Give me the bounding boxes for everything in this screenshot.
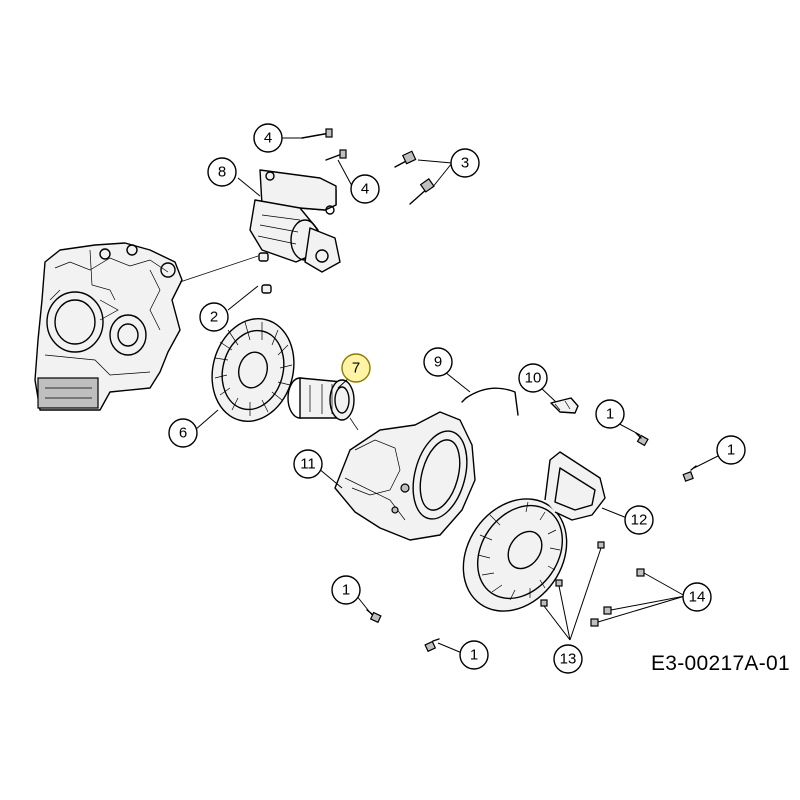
- svg-text:14: 14: [689, 589, 706, 606]
- starter-cup: [287, 377, 359, 431]
- callout-1a: 1: [595, 399, 625, 429]
- svg-text:1: 1: [342, 582, 350, 599]
- dowel-pins: [179, 252, 272, 294]
- callout-10: 10: [518, 363, 548, 393]
- callout-3: 3: [450, 148, 480, 178]
- rope-guide: [461, 387, 519, 416]
- callout-4b: 4: [350, 174, 380, 204]
- callout-12: 12: [624, 505, 654, 535]
- svg-text:1: 1: [470, 647, 478, 664]
- rope-handle-insert: [550, 397, 579, 414]
- recoil-starter: [462, 451, 606, 612]
- svg-text:13: 13: [560, 651, 577, 668]
- screw-1a: [635, 432, 649, 447]
- callout-2: 2: [199, 302, 229, 332]
- svg-text:3: 3: [461, 155, 469, 172]
- reference-code: E3-00217A-01: [650, 652, 790, 675]
- svg-text:4: 4: [361, 181, 369, 198]
- svg-text:10: 10: [525, 370, 542, 387]
- svg-text:12: 12: [631, 512, 648, 529]
- leader-lines: [194, 137, 727, 654]
- screw-1b: [682, 465, 697, 482]
- starter-motor: [249, 169, 341, 273]
- engine-block: [34, 242, 183, 411]
- svg-text:2: 2: [210, 309, 218, 326]
- svg-text:9: 9: [434, 354, 442, 371]
- callout-7: 7: [341, 353, 371, 383]
- bolt-4b: [325, 149, 347, 161]
- callout-1b: 1: [716, 435, 746, 465]
- svg-text:1: 1: [606, 406, 614, 423]
- callout-14: 14: [682, 582, 712, 612]
- nuts-14: [590, 568, 645, 627]
- screw-1d: [424, 638, 440, 653]
- screw-1c: [366, 609, 382, 624]
- svg-text:1: 1: [727, 442, 735, 459]
- flywheel: [211, 318, 295, 422]
- blower-housing: [334, 411, 476, 541]
- svg-text:4: 4: [264, 130, 272, 147]
- bolt-3a: [394, 150, 417, 168]
- callout-4a: 4: [253, 123, 283, 153]
- svg-text:6: 6: [179, 425, 187, 442]
- callout-8: 8: [207, 157, 237, 187]
- svg-text:7: 7: [352, 360, 360, 377]
- callout-13: 13: [553, 644, 583, 674]
- callout-11: 11: [293, 449, 323, 479]
- callout-6: 6: [168, 418, 198, 448]
- svg-text:11: 11: [300, 456, 316, 473]
- callout-1d: 1: [459, 640, 489, 670]
- callout-1c: 1: [331, 575, 361, 605]
- bolt-4a: [301, 128, 333, 139]
- callout-9: 9: [423, 347, 453, 377]
- bolt-3b: [409, 178, 435, 205]
- svg-text:8: 8: [218, 164, 226, 181]
